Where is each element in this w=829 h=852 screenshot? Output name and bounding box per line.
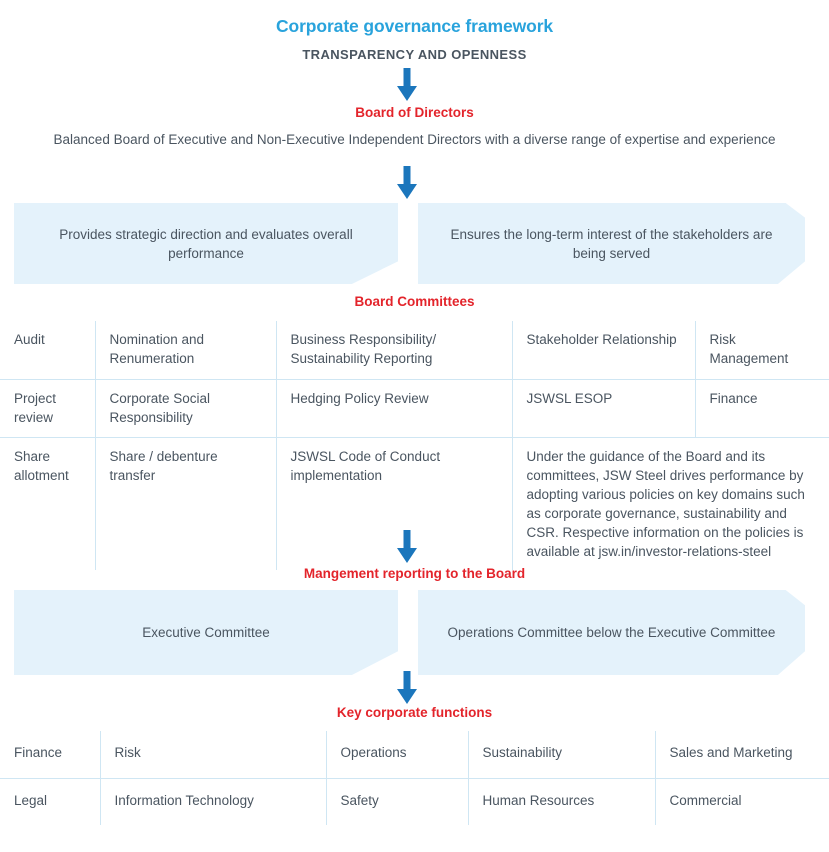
committee-cell: Corporate Social Responsibility	[95, 379, 277, 438]
table-row: Project review Corporate Social Responsi…	[0, 379, 829, 438]
key-corporate-functions-heading: Key corporate functions	[336, 705, 493, 720]
committee-cell: Share allotment	[0, 437, 96, 570]
management-reporting-heading: Mangement reporting to the Board	[303, 566, 526, 581]
key-corporate-functions-table: Finance Risk Operations Sustainability S…	[0, 731, 829, 825]
committee-cell: Business Responsibility/ Sustainability …	[276, 321, 513, 380]
committee-cell: JSWSL Code of Conduct implementation	[276, 437, 513, 570]
board-description: Balanced Board of Executive and Non-Exec…	[53, 132, 776, 147]
function-cell: Information Technology	[100, 778, 327, 825]
page-title: Corporate governance framework	[275, 16, 554, 36]
board-committees-table: Audit Nomination and Renumeration Busine…	[0, 321, 829, 570]
committee-cell: Risk Management	[695, 321, 829, 380]
function-cell: Safety	[326, 778, 469, 825]
function-cell: Human Resources	[468, 778, 656, 825]
management-banner-right: Operations Committee below the Executive…	[418, 590, 805, 675]
function-cell: Sales and Marketing	[655, 731, 829, 779]
board-banner-right: Ensures the long-term interest of the st…	[418, 203, 805, 284]
table-row: Legal Information Technology Safety Huma…	[0, 778, 829, 825]
arrow-down-icon	[394, 671, 420, 705]
arrow-down-icon	[394, 68, 420, 102]
table-row: Share allotment Share / debenture transf…	[0, 437, 829, 570]
management-banner-left: Executive Committee	[14, 590, 398, 675]
table-row: Audit Nomination and Renumeration Busine…	[0, 321, 829, 380]
committee-cell: Nomination and Renumeration	[95, 321, 277, 380]
committee-cell: JSWSL ESOP	[512, 379, 696, 438]
function-cell: Operations	[326, 731, 469, 779]
function-cell: Risk	[100, 731, 327, 779]
board-committees-heading: Board Committees	[354, 294, 475, 309]
function-cell: Commercial	[669, 792, 742, 808]
committee-cell: Stakeholder Relationship	[512, 321, 696, 380]
committee-cell: Project review	[0, 379, 96, 438]
transparency-subtitle: TRANSPARENCY AND OPENNESS	[302, 47, 527, 62]
arrow-down-icon	[394, 530, 420, 564]
table-row: Finance Risk Operations Sustainability S…	[0, 731, 829, 779]
committee-cell: Finance	[695, 379, 829, 438]
governance-policies-note: Under the guidance of the Board and its …	[526, 448, 805, 559]
committee-cell: Hedging Policy Review	[276, 379, 513, 438]
board-banner-left: Provides strategic direction and evaluat…	[14, 203, 398, 284]
function-cell: Legal	[0, 778, 101, 825]
function-cell: Finance	[0, 731, 101, 779]
committee-cell: Audit	[0, 321, 96, 380]
function-cell: Sustainability	[468, 731, 656, 779]
board-of-directors-heading: Board of Directors	[355, 105, 474, 120]
committee-cell: Share / debenture transfer	[95, 437, 277, 570]
arrow-down-icon	[394, 166, 420, 200]
